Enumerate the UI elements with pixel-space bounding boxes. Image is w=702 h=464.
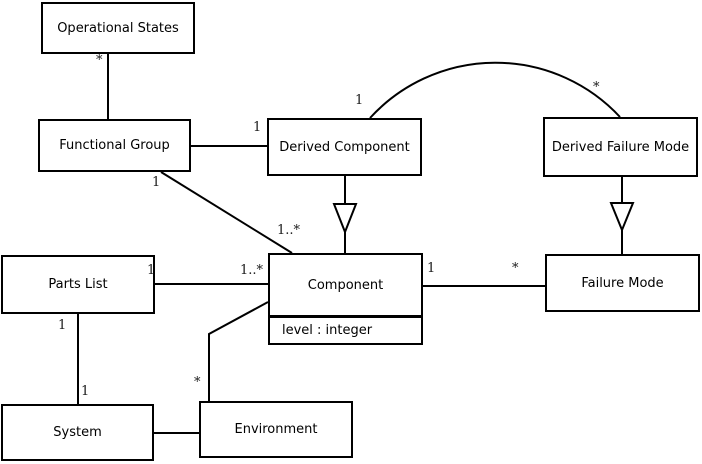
association-component-environment — [208, 301, 269, 401]
class-attribute-label: level : integer — [282, 323, 373, 338]
multiplicity-label: 1 — [355, 93, 364, 108]
class-environment: Environment — [199, 401, 353, 458]
class-component: Component level : integer — [268, 253, 423, 345]
multiplicity-label: 1 — [58, 318, 67, 333]
multiplicity-label: 1 — [152, 175, 161, 190]
multiplicity-label: 1..* — [277, 223, 301, 238]
class-derived-failure-mode: Derived Failure Mode — [543, 117, 698, 177]
class-name-label: Derived Failure Mode — [551, 139, 690, 155]
class-failure-mode: Failure Mode — [545, 254, 700, 312]
generalization-triangle-failure-mode — [609, 202, 635, 233]
multiplicity-label: * — [512, 261, 519, 276]
class-name-label: Environment — [234, 422, 318, 437]
class-name-label: Component — [307, 277, 384, 293]
multiplicity-label: * — [593, 80, 600, 95]
class-operational-states: Operational States — [41, 2, 195, 54]
class-name-label: Derived Component — [279, 139, 410, 155]
class-system: System — [1, 404, 154, 461]
class-name-label: Parts List — [48, 277, 108, 292]
class-functional-group: Functional Group — [38, 119, 191, 172]
class-name-label: Failure Mode — [581, 275, 664, 291]
multiplicity-label: 1..* — [240, 263, 264, 278]
multiplicity-label: 1 — [253, 120, 262, 135]
multiplicity-label: 1 — [427, 261, 436, 276]
association-functional-group-component — [160, 171, 293, 254]
class-parts-list: Parts List — [1, 255, 155, 314]
multiplicity-label: * — [96, 53, 103, 68]
class-name-label: Functional Group — [59, 138, 170, 153]
class-attribute-compartment: level : integer — [270, 318, 421, 343]
multiplicity-label: * — [194, 375, 201, 390]
class-name-compartment: Component — [270, 255, 421, 318]
multiplicity-label: 1 — [81, 384, 90, 399]
association-arc-derived-component-derived-failure-mode — [369, 61, 621, 119]
class-name-label: Operational States — [57, 20, 179, 36]
class-name-label: System — [53, 425, 102, 440]
multiplicity-label: 1 — [147, 263, 156, 278]
class-derived-component: Derived Component — [267, 118, 422, 176]
generalization-triangle-component — [332, 203, 358, 235]
